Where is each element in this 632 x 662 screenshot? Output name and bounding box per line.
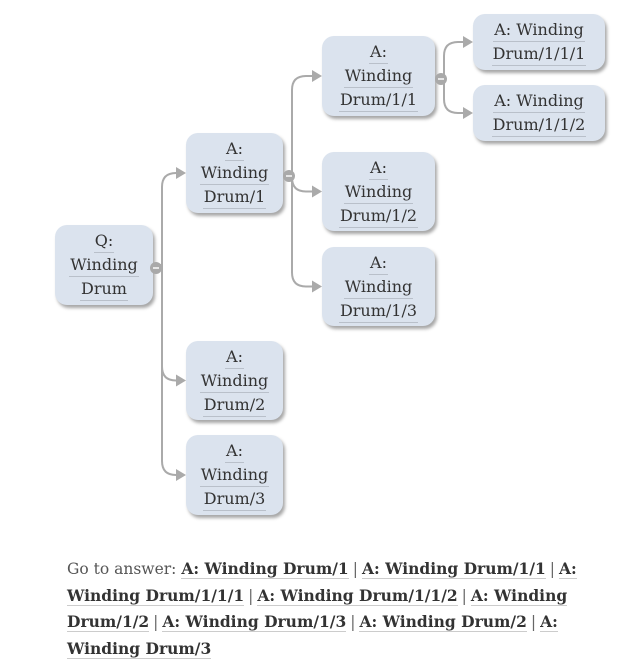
node-label-line: Winding [199,463,270,487]
node-label-line: Winding [343,275,414,299]
edge-q-a2 [156,264,177,382]
edge-a11-a112 [438,75,463,114]
node-answer-1-1[interactable]: A: Winding Drum/1/1 [322,36,435,116]
link-separator: | [350,613,356,631]
edge-a11-a111 [438,41,463,77]
node-label-line: A: Winding [493,89,585,113]
node-question[interactable]: Q: Winding Drum [55,225,153,305]
node-label-line: A: [225,439,244,463]
node-label-line: Drum/1/1/1 [491,42,587,66]
go-to-answer-label: Go to answer: [67,560,177,578]
arrowhead-icon [176,167,186,179]
node-label-line: A: Winding [493,18,585,42]
collapse-toggle-question[interactable] [150,262,162,274]
link-separator: | [549,560,556,578]
answer-link[interactable]: A: Winding Drum/2 [359,612,527,632]
node-answer-1-1-2[interactable]: A: Winding Drum/1/1/2 [473,85,605,141]
node-label-line: Q: [93,229,115,253]
node-label-line: A: [369,251,388,275]
edge-q-a3 [156,264,177,476]
node-answer-1-3[interactable]: A: Winding Drum/1/3 [322,247,435,326]
node-answer-3[interactable]: A: Winding Drum/3 [186,435,283,515]
arrowhead-icon [176,469,186,481]
node-answer-2[interactable]: A: Winding Drum/2 [186,341,283,420]
arrowhead-icon [463,36,473,48]
node-label-line: Winding [69,253,139,277]
answer-navigation: Go to answer: A: Winding Drum/1|A: Windi… [67,556,597,662]
mind-map-diagram: Q: Winding Drum A: Winding Drum/1 A: Win… [55,14,605,515]
node-label-line: A: [225,345,244,369]
collapse-toggle-answer-1-1[interactable] [435,73,447,85]
node-label-line: Winding [343,64,414,88]
answer-link[interactable]: A: Winding Drum/3 [67,612,558,659]
node-answer-1[interactable]: A: Winding Drum/1 [186,133,283,213]
arrowhead-icon [312,280,322,293]
edge-a1-a13 [286,172,312,288]
node-label-line: Winding [343,180,414,204]
link-separator: | [352,560,358,578]
node-answer-1-2[interactable]: A: Winding Drum/1/2 [322,152,435,231]
answer-link[interactable]: A: Winding Drum/1/3 [162,612,347,632]
node-label-line: Drum/1/3 [338,299,419,323]
node-label-line: Winding [199,369,270,393]
node-label-line: A: [369,40,388,64]
collapse-toggle-answer-1[interactable] [283,170,295,182]
link-separator: | [461,586,467,605]
node-label-line: Drum/1/1/2 [491,113,587,137]
answer-link[interactable]: A: Winding Drum/1/1 [361,559,546,579]
node-label-line: Drum/1 [202,185,267,209]
link-separator: | [530,613,537,631]
node-label-line: A: [225,137,244,161]
arrowhead-icon [312,70,322,82]
answer-link[interactable]: A: Winding Drum/1 [181,559,349,579]
edge-a1-a11 [286,75,312,174]
answer-link[interactable]: A: Winding Drum/1/2 [67,585,568,632]
node-label-line: Drum/1/1 [338,88,419,112]
link-separator: | [248,586,254,605]
arrowhead-icon [176,374,186,387]
node-label-line: Drum/2 [202,393,267,417]
arrowhead-icon [312,185,322,198]
node-label-line: Winding [199,161,270,185]
link-separator: | [153,613,159,631]
node-answer-1-1-1[interactable]: A: Winding Drum/1/1/1 [473,14,605,70]
edge-q-a1 [156,172,177,266]
node-label-line: Drum [80,277,128,301]
node-label-line: Drum/1/2 [338,204,419,228]
answer-link[interactable]: A: Winding Drum/1/1/2 [257,585,458,606]
edges-layer [156,36,473,481]
answer-link[interactable]: A: Winding Drum/1/1/1 [67,559,577,606]
node-label-line: A: [369,156,388,180]
node-label-line: Drum/3 [202,487,267,511]
arrowhead-icon [463,107,473,119]
